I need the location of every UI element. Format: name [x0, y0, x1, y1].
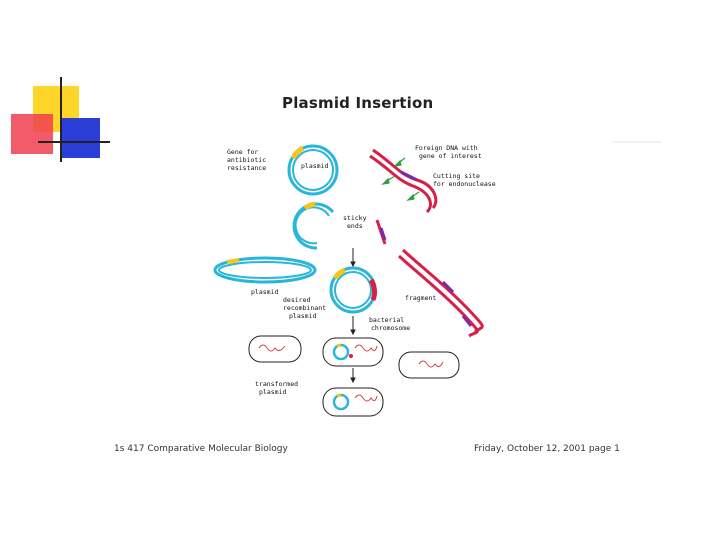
- label-cutting-site-1: Cutting site: [433, 172, 480, 180]
- label-plasmid: plasmid: [301, 162, 328, 170]
- bacterium-bottom: [322, 387, 384, 417]
- process-arrows: [350, 248, 356, 384]
- label-bacterial-chromosome-2: chromosome: [371, 324, 410, 332]
- label-sticky-ends-1: sticky: [343, 214, 367, 222]
- label-gene-for-antibiotic-1: Gene for: [227, 148, 258, 156]
- deco-blue-square: [60, 118, 100, 158]
- label-desired-recombinant-1: desired: [283, 296, 310, 304]
- label-transformed-plasmid-1: transformed: [255, 380, 298, 388]
- label-cutting-site-2: for endonuclease: [433, 180, 496, 188]
- label-desired-recombinant-2: recombinant: [283, 304, 326, 312]
- recombinant-plasmid: [329, 266, 377, 314]
- label-foreign-dna-1: Foreign DNA with: [415, 144, 478, 152]
- label-transformed-plasmid-2: plasmid: [259, 388, 286, 396]
- bacterium-left: [248, 335, 302, 363]
- long-foreign-dna: [397, 248, 484, 338]
- cutting-site-arrows: [381, 157, 420, 201]
- plasmid-circle-top: [287, 144, 339, 196]
- label-fragment: fragment: [405, 294, 436, 302]
- label-desired-recombinant-3: plasmid: [289, 312, 316, 320]
- label-bacterial-chromosome-1: bacterial: [369, 316, 404, 324]
- elongated-plasmid: [213, 256, 317, 284]
- label-gene-for-antibiotic-3: resistance: [227, 164, 266, 172]
- bacterium-right: [398, 351, 460, 379]
- deco-red-square: [11, 114, 53, 154]
- label-gene-for-antibiotic-2: antibiotic: [227, 156, 266, 164]
- plasmid-insertion-diagram: Gene for antibiotic resistance plasmid F…: [213, 144, 496, 417]
- cut-plasmid: [292, 201, 335, 250]
- label-plasmid-cut: plasmid: [251, 288, 278, 296]
- bacterium-center: [322, 337, 384, 367]
- footer-date-page: Friday, October 12, 2001 page 1: [474, 444, 620, 454]
- gene-fragment: [375, 219, 387, 245]
- foreign-dna-strand: [369, 148, 438, 214]
- label-sticky-ends-2: ends: [347, 222, 363, 230]
- slide-title: Plasmid Insertion: [282, 94, 434, 112]
- footer-course: 1s 417 Comparative Molecular Biology: [114, 444, 288, 454]
- label-foreign-dna-2: gene of interest: [419, 152, 482, 160]
